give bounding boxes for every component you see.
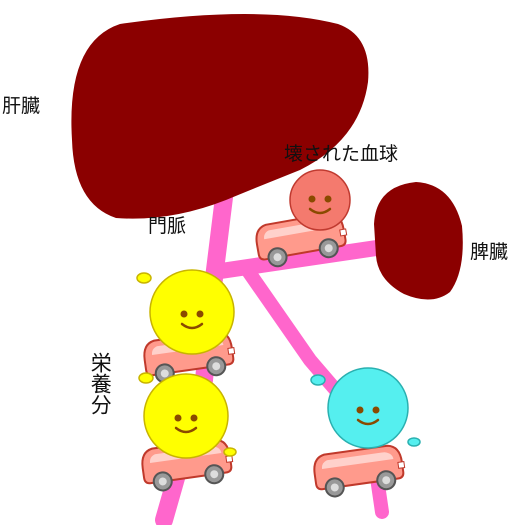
nutrient-character-icon	[139, 373, 236, 493]
portal-vein-label: 門脈	[148, 217, 186, 236]
spleen-organ-icon	[374, 182, 463, 300]
nutrient-character-icon	[137, 270, 237, 385]
nutrients-label: 栄養分	[87, 352, 113, 415]
spleen-label: 脾臓	[470, 243, 508, 262]
liver-label: 肝臓	[2, 97, 40, 116]
damaged-blood-cells-label: 壊された血球	[284, 145, 398, 164]
